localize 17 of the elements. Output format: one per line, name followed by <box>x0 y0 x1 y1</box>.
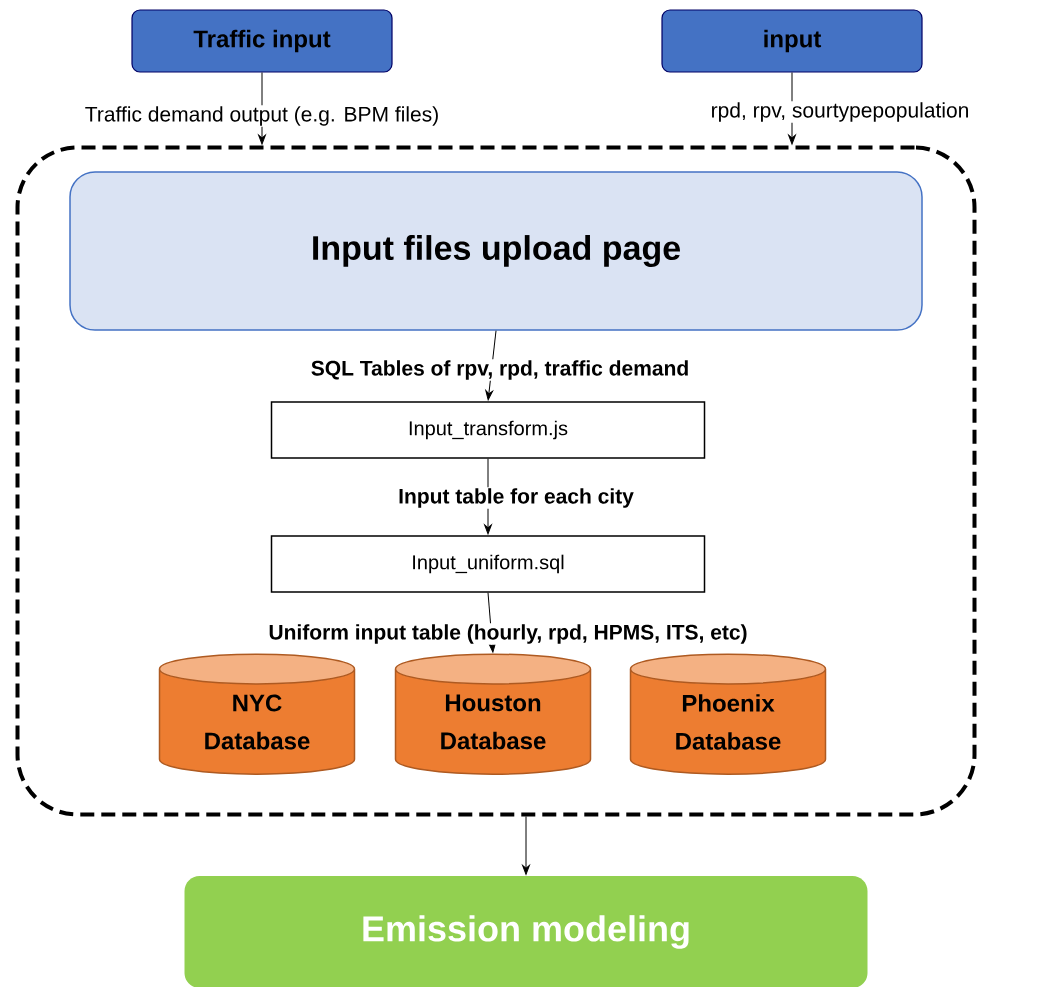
input-box: input <box>661 9 923 73</box>
script-box: Input_transform.js <box>270 401 706 459</box>
edge-label: Input table for each city <box>397 487 635 509</box>
script-box: Input_uniform.sql <box>270 535 706 593</box>
dashed-boundary <box>15 145 977 817</box>
database-cylinder: Houston Database <box>394 653 592 775</box>
edge-label: Traffic demand output (e.g. BPM files) <box>83 105 441 127</box>
arrow <box>485 330 497 401</box>
output-box: Emission modeling <box>184 876 868 987</box>
database-cylinder: Phoenix Database <box>629 653 827 775</box>
input-box: Traffic input <box>131 9 393 73</box>
arrow <box>522 816 530 875</box>
database-cylinder: NYC Database <box>158 653 356 775</box>
process-box: Input files upload page <box>69 171 923 331</box>
edge-label: Uniform input table (hourly, rpd, HPMS, ITS, etc) <box>267 623 749 645</box>
edge-label: SQL Tables of rpv, rpd, traffic demand <box>309 359 691 381</box>
edge-label: rpd, rpv, sourtypepopulation <box>709 101 971 123</box>
